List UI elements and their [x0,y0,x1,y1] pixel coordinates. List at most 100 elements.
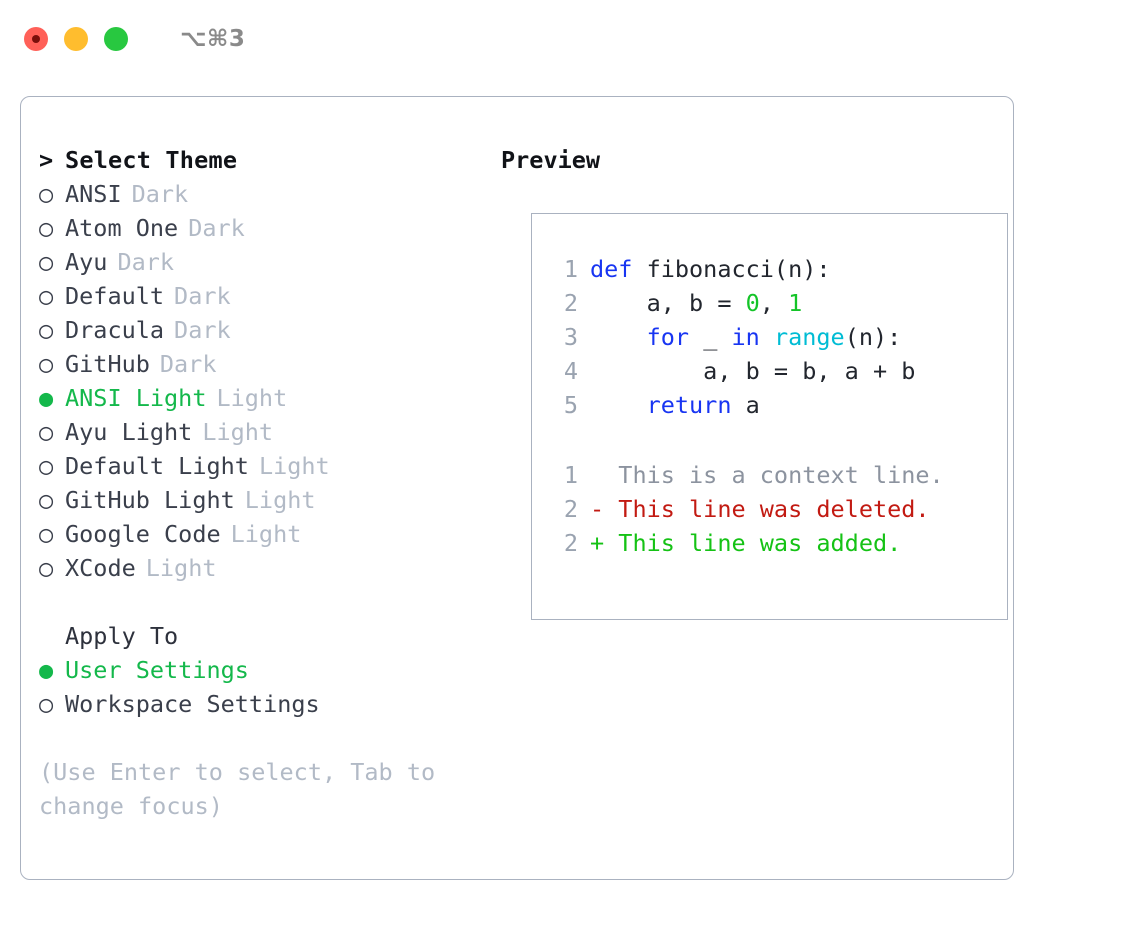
keyboard-hint-text: (Use Enter to select, Tab to change focu… [39,758,436,820]
theme-list-item[interactable]: ○ Dracula Dark [39,313,499,347]
diff-preview: 1 This is a context line.2- This line wa… [532,458,1007,560]
radio-unselected-icon[interactable]: ○ [39,248,54,276]
theme-variant-tag: Dark [174,282,231,310]
apply-to-option[interactable]: ● User Settings [39,653,499,687]
theme-variant-tag: Light [258,452,330,480]
apply-to-option-label: Workspace Settings [65,690,320,718]
diff-line-text: - This line was deleted. [590,495,930,523]
radio-unselected-icon[interactable]: ○ [39,316,54,344]
theme-list-item[interactable]: ○ Ayu Dark [39,245,499,279]
code-token: a [731,391,760,419]
theme-variant-tag: Light [145,554,217,582]
radio-unselected-icon[interactable]: ○ [39,486,54,514]
code-line-number: 5 [563,391,578,419]
theme-list-item[interactable]: ○ XCode Light [39,551,499,585]
code-line-text: def fibonacci(n): [578,252,831,286]
theme-list-item[interactable]: ○ Ayu Light Light [39,415,499,449]
theme-name-label: Ayu Light [65,418,193,446]
radio-selected-icon[interactable]: ● [39,656,54,684]
code-token: (n): [844,323,902,351]
code-token [590,323,647,351]
close-button-dot [32,35,40,43]
diff-line-number: 2 [563,529,578,557]
code-line: 5 return a [532,388,1007,422]
theme-variant-tag: Light [216,384,288,412]
apply-to-label: Apply To [65,622,179,650]
radio-unselected-icon[interactable]: ○ [39,520,54,548]
code-token: range [773,323,845,351]
theme-variant-tag: Light [230,520,302,548]
maximize-button-icon[interactable] [104,27,128,51]
theme-name-label: Default [65,282,165,310]
apply-to-option-list: ● User Settings ○ Workspace Settings [39,653,499,721]
radio-unselected-icon[interactable]: ○ [39,214,54,242]
code-token: 0 [745,289,760,317]
apply-to-section: Apply To ● User Settings ○ Workspace Settin… [39,619,499,721]
code-token: a, b = b, a + b [590,357,916,385]
code-token: def [590,255,647,283]
diff-line-number: 1 [563,461,578,489]
code-line-number: 1 [563,255,578,283]
theme-name-label: XCode [65,554,136,582]
apply-to-option[interactable]: ○ Workspace Settings [39,687,499,721]
theme-list-item[interactable]: ○ Default Light Light [39,449,499,483]
theme-list-header: > Select Theme [39,143,499,177]
code-line: 3 for _ in range(n): [532,320,1007,354]
radio-unselected-icon[interactable]: ○ [39,180,54,208]
close-button-icon[interactable] [24,27,48,51]
theme-variant-tag: Dark [131,180,189,208]
code-token: , [759,289,789,317]
radio-unselected-icon[interactable]: ○ [39,452,54,480]
code-line-text: a, b = 0, 1 [578,286,803,320]
radio-unselected-icon[interactable]: ○ [39,350,54,378]
theme-name-label: Default Light [65,452,249,480]
radio-unselected-icon[interactable]: ○ [39,554,54,582]
radio-unselected-icon[interactable]: ○ [39,418,54,446]
preview-spacer [532,422,1007,458]
theme-name-label: Dracula [65,316,165,344]
code-token: fibonacci(n): [646,255,831,283]
theme-list-item[interactable]: ○ GitHub Light Light [39,483,499,517]
title-bar: ⌥⌘3 [0,0,1140,78]
code-line-number: 3 [563,323,578,351]
diff-line-text: This is a context line. [590,461,944,489]
theme-variant-tag: Light [202,418,274,446]
theme-variant-tag: Light [244,486,316,514]
apply-to-header: Apply To [39,619,499,653]
code-line-text: return a [578,388,760,422]
code-line: 2 a, b = 0, 1 [532,286,1007,320]
code-token: return [646,391,732,419]
diff-line: 1 This is a context line. [532,458,1007,492]
code-line-text: for _ in range(n): [578,320,902,354]
radio-unselected-icon[interactable]: ○ [39,282,54,310]
code-line-text: a, b = b, a + b [578,354,915,388]
radio-selected-icon[interactable]: ● [39,384,54,412]
theme-list-header-label: Select Theme [65,146,238,174]
theme-list-item[interactable]: ● ANSI Light Light [39,381,499,415]
code-token: a, b = [590,289,746,317]
theme-variant-tag: Dark [174,316,231,344]
theme-name-label: ANSI Light [65,384,207,412]
theme-name-label: Ayu [65,248,108,276]
code-line-number: 2 [563,289,578,317]
radio-unselected-icon[interactable]: ○ [39,690,54,718]
theme-name-label: GitHub Light [65,486,235,514]
diff-line: 2- This line was deleted. [532,492,1007,526]
code-token: in [731,323,760,351]
minimize-button-icon[interactable] [64,27,88,51]
apply-to-option-label: User Settings [65,656,249,684]
theme-list-item[interactable]: ○ Default Dark [39,279,499,313]
selection-caret-icon: > [39,146,54,174]
code-line-number: 4 [563,357,578,385]
theme-variant-tag: Dark [117,248,175,276]
